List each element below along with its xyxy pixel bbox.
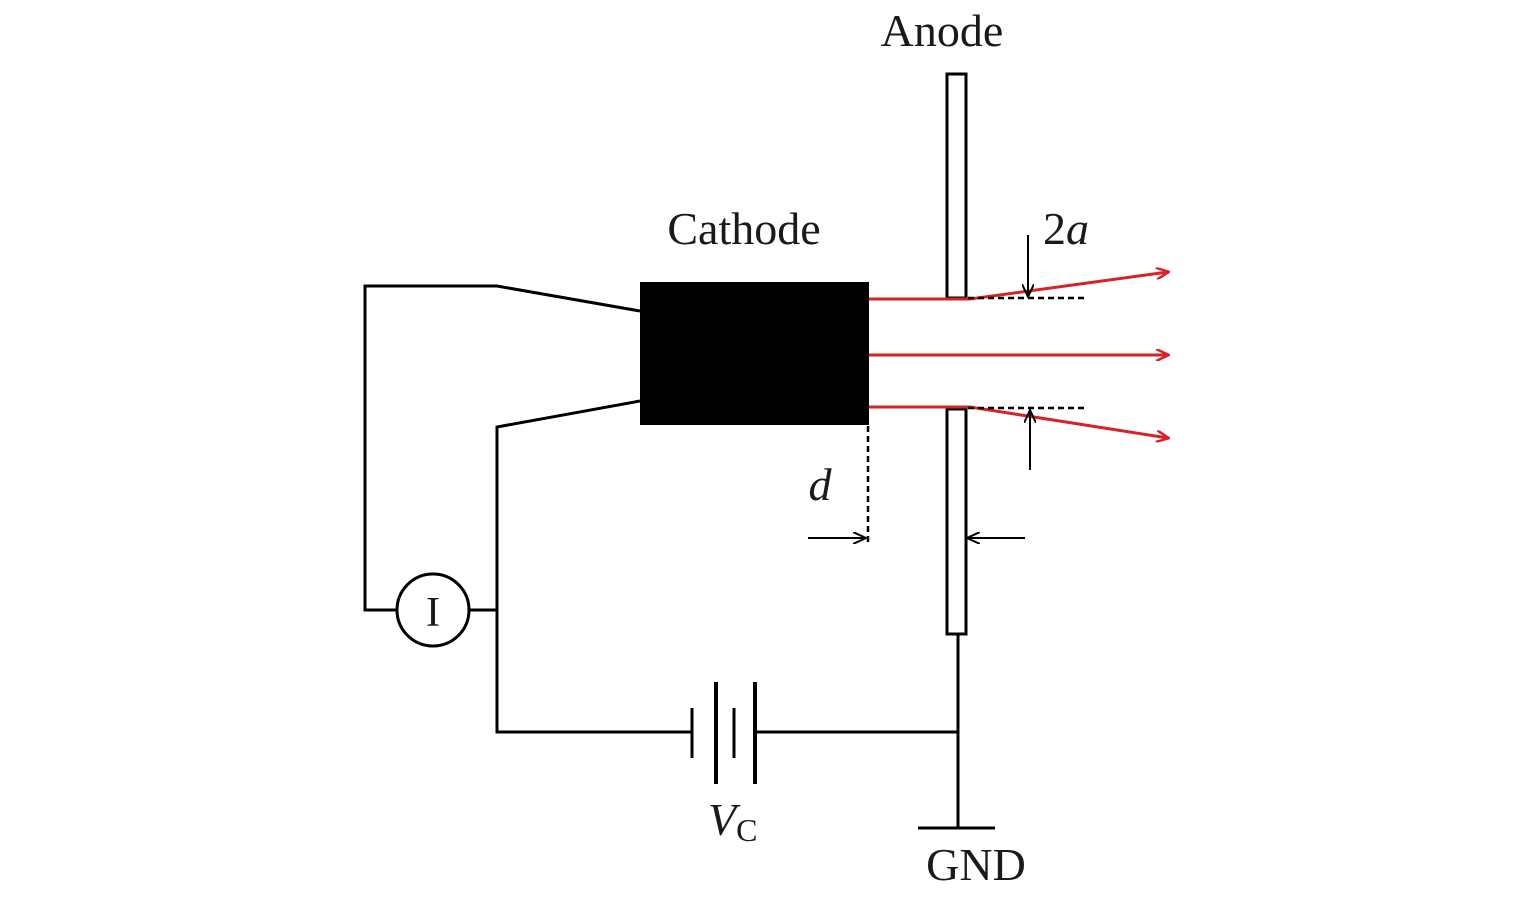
anode-lower-plate: [945, 407, 968, 636]
battery-voltage-label: VC: [708, 794, 757, 848]
cathode-block: [640, 282, 869, 425]
anode-label: Anode: [881, 5, 1004, 56]
ground-label: GND: [926, 839, 1026, 890]
cathode-lower-lead: [495, 399, 692, 734]
ammeter-label: I: [426, 590, 440, 636]
battery-vc: [690, 682, 757, 784]
cathode-label: Cathode: [667, 203, 820, 254]
anode-upper-plate: [945, 72, 968, 300]
gap-label: d: [809, 459, 833, 510]
cathode-upper-lead: [363, 284, 641, 612]
beam-upper: [869, 272, 1168, 301]
beam-lower: [869, 405, 1168, 438]
voltage-subscript: C: [736, 812, 757, 848]
aperture-label: 2a: [1043, 203, 1089, 254]
